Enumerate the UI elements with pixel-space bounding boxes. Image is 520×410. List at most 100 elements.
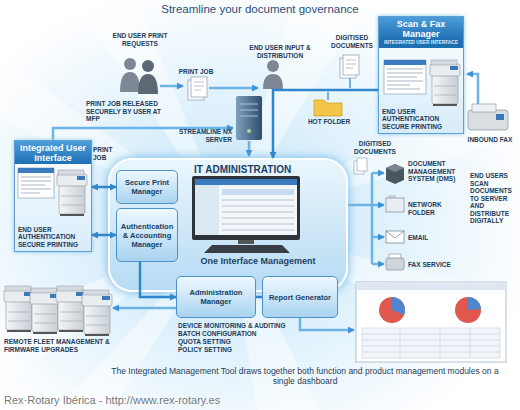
envelope-flap [386, 231, 404, 238]
flow-arrow [209, 87, 258, 90]
flow-arrow [467, 74, 478, 104]
pie-chart [455, 297, 481, 323]
connector [273, 90, 378, 158]
node-title: Secure Print Manager [117, 176, 177, 198]
watermark: Rex·Rotary Ibérica - http://www.rex-rota… [4, 394, 304, 407]
annotation: BATCH CONFIGURATION [178, 330, 348, 338]
node-title: Administration Manager [177, 286, 255, 308]
report-card [356, 282, 506, 362]
flow-arrow [372, 172, 384, 175]
flow-arrow [372, 236, 384, 239]
flow-line [348, 173, 372, 264]
node-title: Report Generator [267, 291, 333, 304]
panel-printer [430, 60, 460, 106]
document-icon [191, 77, 207, 97]
annotation: FAX SERVICE [408, 261, 464, 269]
document-icon [357, 158, 367, 171]
connector [92, 234, 116, 237]
fleet-printer [56, 286, 86, 332]
annotation: INBOUND FAX [464, 136, 516, 144]
process-box: Administration Manager [176, 276, 256, 318]
process-box: Secure Print Manager [116, 170, 178, 204]
document-lines [194, 82, 204, 90]
server-light [247, 129, 251, 133]
connector [140, 262, 176, 297]
process-box: Report Generator [262, 276, 338, 318]
window-rows [222, 200, 294, 230]
annotation: END USER PRINT REQUESTS [108, 32, 172, 47]
flow-arrow [113, 307, 176, 310]
window-sidebar [195, 185, 219, 235]
annotation: REMOTE FLEET MANAGEMENT & FIRMWARE UPGRA… [4, 338, 124, 353]
user-head [267, 60, 279, 72]
pie-slice [468, 297, 481, 310]
fax-panel [496, 114, 504, 120]
flow-arrow [160, 85, 183, 88]
pie-chart [379, 297, 405, 323]
annotation: STREAMLINE NX SERVER [176, 128, 232, 143]
annotation: NETWORK FOLDER [408, 201, 468, 216]
screenshot-titlebar [384, 60, 426, 65]
monitor-stand [238, 240, 254, 244]
diagram-title: Streamline your document governance [0, 3, 520, 15]
window-toolbar [222, 189, 294, 195]
flow-line [349, 78, 351, 88]
dms-cube [386, 164, 404, 184]
monitor-screen [195, 179, 297, 235]
annotation: QUOTA SETTING [178, 338, 348, 346]
connector [92, 186, 116, 189]
screenshot-rows [21, 177, 51, 193]
annotation: DIGITISED DOCUMENTS [348, 140, 402, 155]
annotation: DIGITISED DOCUMENTS [326, 34, 378, 49]
it-admin-area: IT ADMINISTRATION One Interface Managemen… [108, 158, 348, 292]
screenshot [384, 60, 426, 94]
annotation: EMAIL [408, 234, 458, 242]
email-envelope [386, 231, 404, 243]
window-titlebar [195, 179, 297, 185]
annotation: POLICY SETTING [178, 346, 348, 354]
annotation: PRINT JOB [93, 146, 119, 161]
table-grid [362, 328, 500, 358]
annotation: HOT FOLDER [306, 118, 352, 126]
hot-folder-icon [314, 100, 342, 116]
node-title: Scan & Fax Manager [379, 17, 463, 40]
annotation: PRINT JOB RELEASED SECURELY BY USER AT M… [86, 100, 170, 123]
user-body [138, 74, 158, 94]
screenshot [18, 168, 54, 198]
flow-arrow [300, 318, 354, 330]
node-text: INTEGRATED USER INTERFACE [379, 40, 463, 48]
flow-arrow [372, 263, 384, 266]
user-head [142, 60, 154, 72]
monitor-frame [192, 176, 300, 240]
fleet-printer [82, 290, 112, 336]
scan-fax-panel: Scan & Fax ManagerINTEGRATED USER INTERF… [378, 16, 464, 134]
user-head [124, 58, 136, 70]
flow-arrow [372, 204, 384, 207]
annotation: DEVICE MONITORING & AUDITING [178, 322, 348, 330]
annotation: PRINT JOB [176, 68, 216, 76]
fax-paper [472, 104, 496, 112]
connector [256, 296, 262, 299]
fleet-printer [4, 286, 34, 332]
user-body [120, 72, 140, 92]
caption: The Integrated Management Tool draws tog… [110, 366, 500, 386]
network-folder-icon [386, 198, 404, 212]
annotation: DOCUMENT MANAGEMENT SYSTEM (DMS) [408, 160, 468, 183]
node-title: Integrated User Interface [15, 141, 91, 164]
server-tower [236, 96, 262, 140]
annotation: END USERS SCAN DOCUMENTS TO SERVER AND D… [470, 172, 518, 225]
panel-printer [57, 170, 87, 216]
node-title: IT ADMINISTRATION [194, 164, 291, 175]
flow-line [327, 92, 329, 100]
dms-cube-top [386, 164, 404, 172]
screenshot-rows [387, 69, 423, 89]
node-title: Authentication & Accounting Manager [117, 220, 177, 251]
user-body [263, 74, 283, 89]
node-text: One Interface Management [188, 256, 328, 266]
user-interface-panel: Integrated User InterfaceEND USER AUTHEN… [14, 140, 92, 252]
document-icon [343, 55, 359, 75]
fax-machine [468, 110, 508, 130]
screenshot-titlebar [18, 168, 54, 173]
report-table [362, 328, 500, 358]
